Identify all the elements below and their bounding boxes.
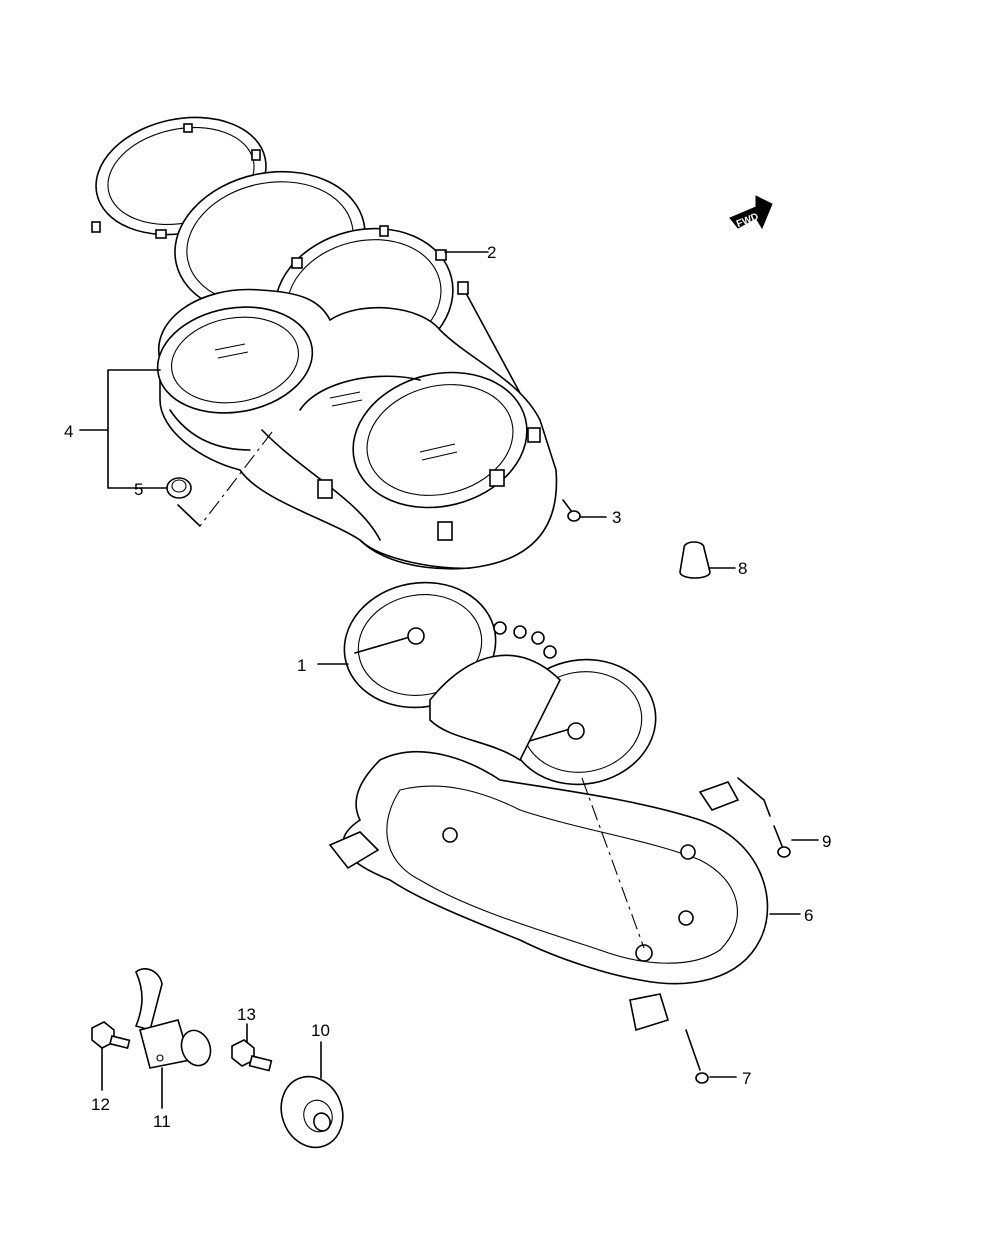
screw-part-3	[562, 499, 607, 522]
callout-5: 5	[134, 480, 143, 499]
callout-11: 11	[153, 1112, 171, 1131]
callout-13: 13	[237, 1005, 256, 1024]
callout-7: 7	[742, 1069, 751, 1088]
disc-part-10	[280, 1041, 344, 1149]
meter-case	[156, 288, 558, 570]
callout-1: 1	[297, 656, 306, 675]
callout-9: 9	[822, 832, 831, 851]
fwd-arrow-badge: FWD	[729, 195, 773, 230]
sensor-part-11	[134, 968, 212, 1109]
bolt-part-13	[231, 1023, 273, 1072]
callout-3: 3	[612, 508, 621, 527]
callout-labels: 1 2 3 4 5 6 7 8 9 10 11 12 13	[64, 243, 831, 1131]
callout-12: 12	[91, 1095, 110, 1114]
gauge-dials	[317, 581, 657, 786]
screw-part-9	[773, 825, 819, 858]
callout-4: 4	[64, 422, 73, 441]
callout-2: 2	[487, 243, 496, 262]
lower-housing	[328, 751, 801, 1032]
callout-8: 8	[738, 559, 747, 578]
callout-6: 6	[804, 906, 813, 925]
bolt-part-12	[91, 1021, 131, 1091]
cap-part-8	[679, 541, 736, 579]
callout-10: 10	[311, 1021, 330, 1040]
screw-part-7	[685, 1029, 737, 1084]
grommet-part-5	[166, 477, 192, 499]
leader-4-5	[79, 369, 169, 489]
